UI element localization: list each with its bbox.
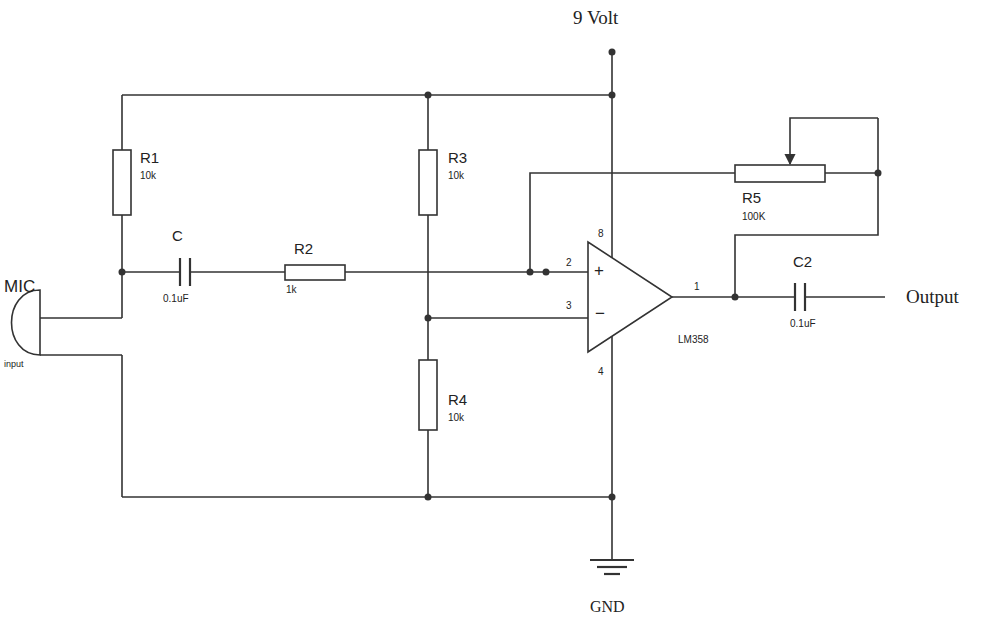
junction-dot <box>527 269 534 276</box>
pin-number: 1 <box>694 281 700 292</box>
supply-label: 9 Volt <box>573 8 618 29</box>
ground-symbol <box>597 566 627 568</box>
wire <box>121 215 123 318</box>
junction-dot <box>425 494 432 501</box>
part-name: C2 <box>793 254 812 271</box>
ground-rail <box>122 496 612 498</box>
mic-wire <box>40 317 122 319</box>
opamp-symbol <box>588 242 672 352</box>
junction-dot <box>119 269 126 276</box>
wire <box>428 317 588 319</box>
resistor-symbol <box>113 150 131 215</box>
pin-number: 8 <box>598 228 604 239</box>
part-name: R1 <box>140 150 159 167</box>
capacitor-plate <box>189 258 191 286</box>
capacitor-plate <box>794 283 796 311</box>
part-value: 10k <box>448 170 464 181</box>
wire <box>345 271 588 273</box>
mic-wire <box>40 354 122 356</box>
part-value: 0.1uF <box>163 293 189 304</box>
input-sign: − <box>595 305 605 324</box>
wire <box>427 215 429 360</box>
terminal-dot <box>609 49 616 56</box>
pin-number: 3 <box>566 300 572 311</box>
part-value: 10k <box>140 170 156 181</box>
top-rail <box>122 94 612 96</box>
pin-number: 4 <box>598 366 604 377</box>
part-value: 1k <box>286 284 297 295</box>
wire <box>427 430 429 497</box>
part-value: 100K <box>742 211 765 222</box>
part-name: C <box>172 228 183 245</box>
capacitor-plate <box>179 258 181 286</box>
junction-dot <box>425 315 432 322</box>
part-name: MIC <box>4 278 35 297</box>
wiper <box>790 118 878 164</box>
input-sign: + <box>594 262 604 281</box>
output-label: Output <box>906 287 959 308</box>
junction-dot <box>875 170 882 177</box>
junction-dot <box>732 294 739 301</box>
part-name: R3 <box>448 150 467 167</box>
microphone-symbol <box>12 290 41 355</box>
ground-symbol <box>590 559 634 561</box>
resistor-symbol <box>419 360 437 430</box>
signal-name: input <box>4 360 24 370</box>
feedback-wire <box>530 173 735 272</box>
part-name: LM358 <box>678 334 709 345</box>
resistor-symbol <box>419 150 437 215</box>
part-value: 0.1uF <box>790 318 816 329</box>
part-name: R5 <box>742 190 761 207</box>
wires <box>40 52 885 560</box>
wire <box>121 95 123 150</box>
ground-label: GND <box>590 598 625 616</box>
junction-dot <box>543 269 550 276</box>
resistor-symbol <box>285 265 345 280</box>
wire <box>611 336 613 560</box>
junction-dots <box>119 49 882 501</box>
supply-wire <box>611 52 613 258</box>
feedback-wire <box>735 118 878 297</box>
junction-dot <box>609 92 616 99</box>
part-name: R2 <box>294 241 313 258</box>
ground-symbol <box>604 573 620 575</box>
junction-dot <box>609 494 616 501</box>
feedback-wire <box>825 172 878 174</box>
capacitor-plate <box>804 283 806 311</box>
junction-dot <box>425 92 432 99</box>
part-name: R4 <box>448 392 467 409</box>
potentiometer-symbol <box>735 165 825 182</box>
mic-wire <box>121 355 123 497</box>
wire <box>190 271 285 273</box>
part-value: 10k <box>448 412 464 423</box>
wire <box>427 95 429 150</box>
output-wire <box>805 296 885 298</box>
wire <box>122 271 180 273</box>
pin-number: 2 <box>566 257 572 268</box>
